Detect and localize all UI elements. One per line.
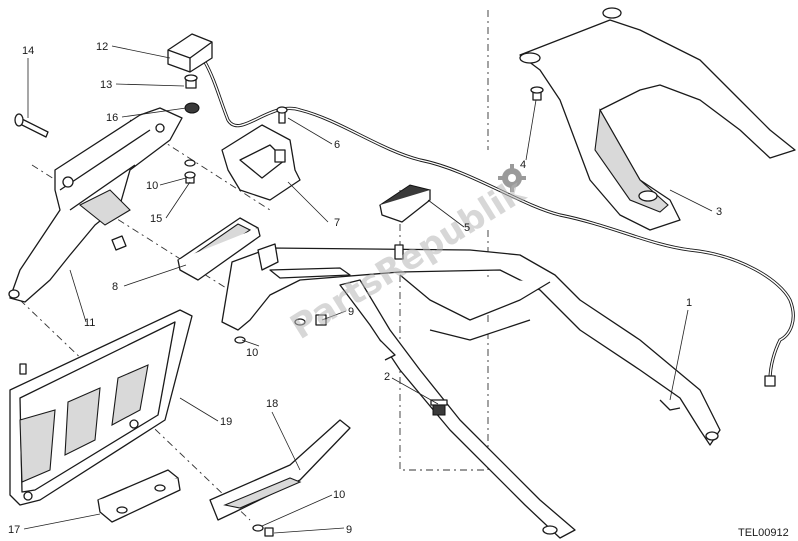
callout-10-bottom: 10 <box>333 489 345 501</box>
hardware-10-15 <box>184 159 196 184</box>
part-8-license-light <box>177 217 261 281</box>
part-4-bolt <box>530 86 544 101</box>
callout-19: 19 <box>220 416 232 428</box>
callout-10-center: 10 <box>246 347 258 359</box>
part-17-reflector <box>97 469 181 523</box>
callout-9-bottom: 9 <box>346 524 352 536</box>
callout-13: 13 <box>100 79 112 91</box>
part-1-subframe <box>221 243 721 539</box>
part-11-plate-bracket <box>8 107 183 303</box>
part-14-screw <box>14 113 49 138</box>
gear-icon <box>498 164 526 192</box>
callout-17: 17 <box>8 524 20 536</box>
leader-lines <box>23 45 713 534</box>
callout-18: 18 <box>266 398 278 410</box>
callout-16: 16 <box>106 112 118 124</box>
part-3-upper-bracket <box>519 7 796 231</box>
callout-1: 1 <box>686 297 692 309</box>
part-18-reflector-bracket <box>209 419 351 537</box>
drawing-code: TEL00912 <box>738 527 789 539</box>
callout-14: 14 <box>22 45 34 57</box>
callout-10-left: 10 <box>146 180 158 192</box>
callout-15: 15 <box>150 213 162 225</box>
callout-3: 3 <box>716 206 722 218</box>
callout-4: 4 <box>520 159 526 171</box>
part-19-plate-holder <box>9 309 193 506</box>
part-12-connector <box>167 33 213 73</box>
part-5-rubber-pad <box>378 184 432 260</box>
part-7-relay-bracket <box>221 124 301 201</box>
callout-8: 8 <box>112 281 118 293</box>
callout-6: 6 <box>334 139 340 151</box>
callout-2: 2 <box>384 371 390 383</box>
callout-12: 12 <box>96 41 108 53</box>
hardware-9-10-center <box>234 314 327 344</box>
part-6-screw <box>276 106 288 124</box>
part-2-clip <box>430 399 448 416</box>
callout-11: 11 <box>84 317 95 329</box>
callouts: 12 13 14 16 10 15 6 7 8 11 9 10 3 4 5 1 … <box>8 41 722 536</box>
part-13-grommet <box>184 74 198 89</box>
callout-9-center: 9 <box>348 306 354 318</box>
part-16-clip <box>184 102 200 114</box>
wiring-harness <box>203 60 795 387</box>
callout-5: 5 <box>464 222 470 234</box>
callout-7: 7 <box>334 217 340 229</box>
